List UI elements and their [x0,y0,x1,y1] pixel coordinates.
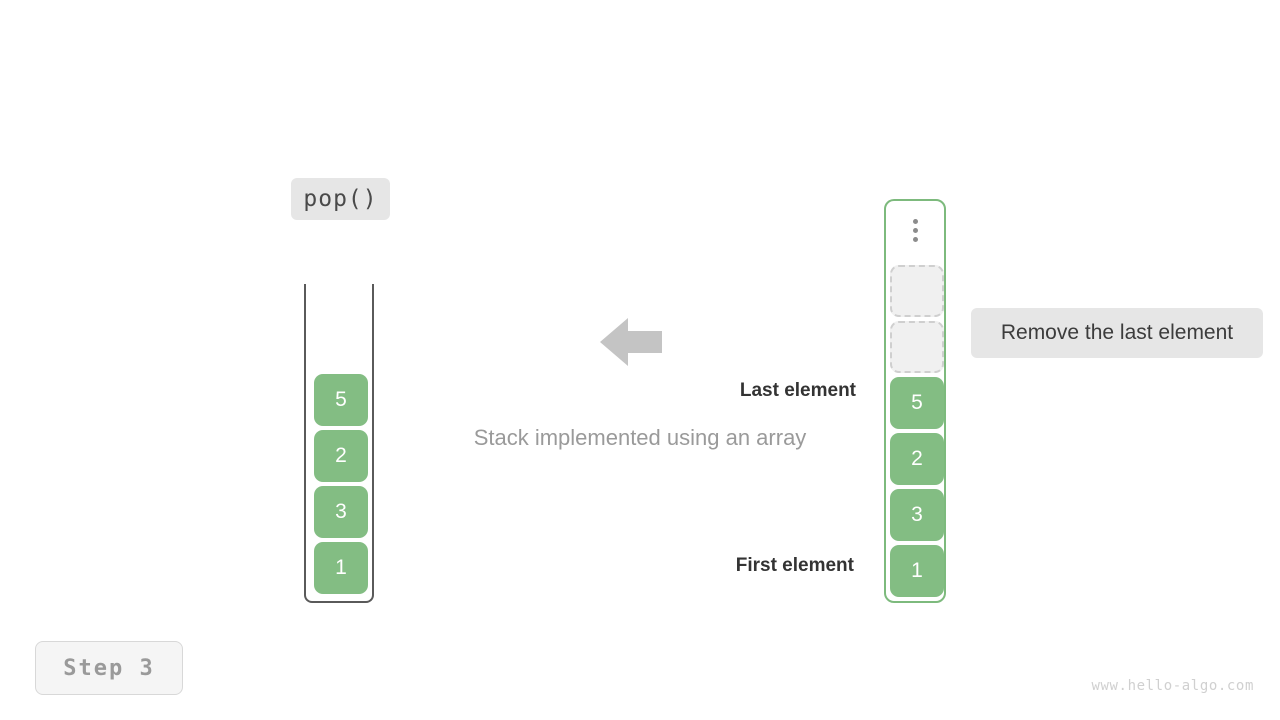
stack-cell: 3 [314,486,368,538]
stack-cell: 5 [314,374,368,426]
array-cell: 2 [890,433,944,485]
array-container: 5 2 3 1 [884,199,946,603]
vertical-ellipsis-icon [886,211,944,249]
array-cell-empty [890,265,944,317]
side-note-badge: Remove the last element [971,308,1263,358]
array-cell: 1 [890,545,944,597]
array-cell-empty [890,321,944,373]
array-cell: 3 [890,489,944,541]
left-arrow-icon [600,316,662,368]
array-cell: 5 [890,377,944,429]
first-element-annotation: First element [735,555,854,576]
caption-text: Stack implemented using an array [473,425,807,450]
stack-cell-list: 5 2 3 1 [314,374,368,594]
step-badge: Step 3 [35,641,183,695]
array-cell-list: 5 2 3 1 [890,265,944,597]
stack-cell: 1 [314,542,368,594]
stack-cell: 2 [314,430,368,482]
operation-label: pop() [291,178,390,220]
stack-container: 5 2 3 1 [304,284,374,603]
watermark-text: www.hello-algo.com [1091,678,1254,694]
last-element-annotation: Last element [739,380,856,401]
